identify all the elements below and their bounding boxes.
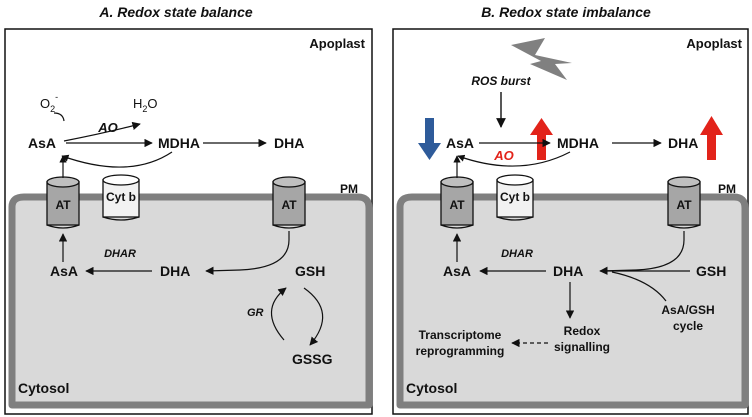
at-label: AT [449, 198, 465, 212]
superoxide-arrow [53, 112, 65, 122]
cytb-cylinder: Cyt b [496, 174, 534, 221]
apoplast-label: Apoplast [309, 36, 365, 51]
redox-signalling-label: Redox [564, 324, 601, 338]
transporter-left: AT [440, 176, 474, 229]
water-arrow [63, 121, 141, 142]
mdha-increase-arrow-icon [530, 118, 553, 160]
dhar-label: DHAR [501, 248, 533, 260]
dha-import-arrow [205, 231, 290, 275]
water-label: H2O [133, 96, 158, 114]
mdha-apoplast-label: MDHA [557, 135, 599, 151]
panel-a-title: A. Redox state balance [98, 4, 252, 20]
dha-apoplast-label: DHA [668, 135, 698, 151]
asa-apoplast-label: AsA [28, 135, 56, 151]
asa-gsh-cycle-label: AsA/GSH [661, 303, 714, 317]
dhar-label: DHAR [104, 248, 136, 260]
transporter-left: AT [46, 176, 80, 229]
cytosol-label: Cytosol [406, 380, 457, 396]
at-label: AT [281, 198, 297, 212]
mdha-apoplast-label: MDHA [158, 135, 200, 151]
gr-label: GR [247, 307, 264, 319]
dha-cytosol-label: DHA [553, 263, 583, 279]
ao-label: AO [493, 148, 514, 163]
gsh-label: GSH [295, 263, 325, 279]
cell-membrane [8, 193, 373, 409]
asa-decrease-arrow-icon [418, 118, 441, 160]
dha-cytosol-label: DHA [160, 263, 190, 279]
at-label: AT [55, 198, 71, 212]
cytb-label: Cyt b [500, 190, 530, 204]
ros-burst-label: ROS burst [471, 74, 531, 88]
gssg-to-gsh-arrow [270, 287, 287, 341]
stress-lightning-icon [511, 38, 572, 80]
cell-membrane [396, 193, 749, 409]
cytb-label: Cyt b [106, 190, 136, 204]
transcriptome-label: Transcriptome [419, 328, 502, 342]
at-label: AT [676, 198, 692, 212]
apoplast-label: Apoplast [686, 36, 742, 51]
redox-signalling-label: signalling [554, 340, 610, 354]
cycle-to-dha-line [611, 271, 667, 302]
asa-cytosol-label: AsA [443, 263, 471, 279]
asa-apoplast-label: AsA [446, 135, 474, 151]
transcriptome-label: reprogramming [416, 344, 505, 358]
gssg-label: GSSG [292, 351, 333, 367]
cytosol-label: Cytosol [18, 380, 69, 396]
panel-b-title: B. Redox state imbalance [481, 4, 651, 20]
mdha-recycle-arrow [457, 151, 571, 167]
ao-label: AO [97, 120, 118, 135]
gsh-label: GSH [696, 263, 726, 279]
asa-gsh-cycle-label: cycle [673, 319, 703, 333]
transporter-right: AT [272, 176, 306, 229]
superoxide-label: O2- [40, 92, 58, 114]
panel-b: B. Redox state imbalance Apoplast ROS bu… [392, 4, 749, 415]
dha-apoplast-label: DHA [274, 135, 304, 151]
panel-a: A. Redox state balance Apoplast PM Cytos… [4, 4, 373, 415]
gsh-to-gssg-arrow [303, 287, 324, 346]
mdha-recycle-arrow [61, 151, 173, 168]
pm-label: PM [718, 182, 736, 196]
pm-label: PM [340, 182, 358, 196]
cytb-cylinder: Cyt b [102, 174, 140, 221]
dha-import-arrow [599, 231, 685, 275]
transporter-right: AT [667, 176, 701, 229]
dha-increase-arrow-icon [700, 116, 723, 160]
asa-cytosol-label: AsA [50, 263, 78, 279]
